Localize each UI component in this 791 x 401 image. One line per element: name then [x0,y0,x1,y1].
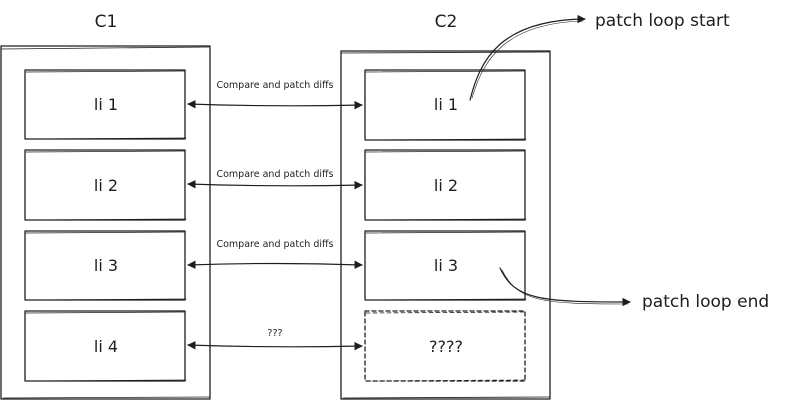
edge-2-label: Compare and patch diffs [216,169,333,180]
edge-1: Compare and patch diffs [187,80,363,110]
patch-loop-start-label: patch loop start [595,11,730,31]
c2-item-1: li 1 [364,69,527,141]
container-c2 [340,50,551,400]
edge-3-label: Compare and patch diffs [216,239,333,250]
column-title-c2: C2 [435,12,458,32]
c2-item-2: li 2 [364,149,527,221]
c2-item-2-label: li 2 [434,176,458,195]
c2-item-unknown: ???? [364,310,527,382]
container-c1 [0,45,211,400]
c2-item-1-label: li 1 [434,95,458,114]
c1-item-2: li 2 [24,149,187,221]
c1-item-3: li 3 [24,230,187,301]
c2-item-unknown-label: ???? [429,337,463,356]
patch-loop-end-annotation: patch loop end [499,267,769,312]
edge-3: Compare and patch diffs [187,239,363,269]
c2-item-3: li 3 [364,230,527,301]
patch-loop-end-label: patch loop end [642,292,769,312]
edge-2: Compare and patch diffs [187,169,363,190]
edge-4: ??? [187,328,363,351]
c1-item-1-label: li 1 [94,95,118,114]
column-title-c1: C1 [95,12,118,32]
edge-1-label: Compare and patch diffs [216,80,333,91]
edge-4-label: ??? [267,328,282,339]
patch-loop-start-annotation: patch loop start [469,11,730,101]
c1-item-4-label: li 4 [94,337,118,356]
c1-item-2-label: li 2 [94,176,118,195]
c1-item-3-label: li 3 [94,256,118,275]
c1-item-4: li 4 [24,310,187,382]
c1-item-1: li 1 [24,69,187,140]
c2-item-3-label: li 3 [434,256,458,275]
